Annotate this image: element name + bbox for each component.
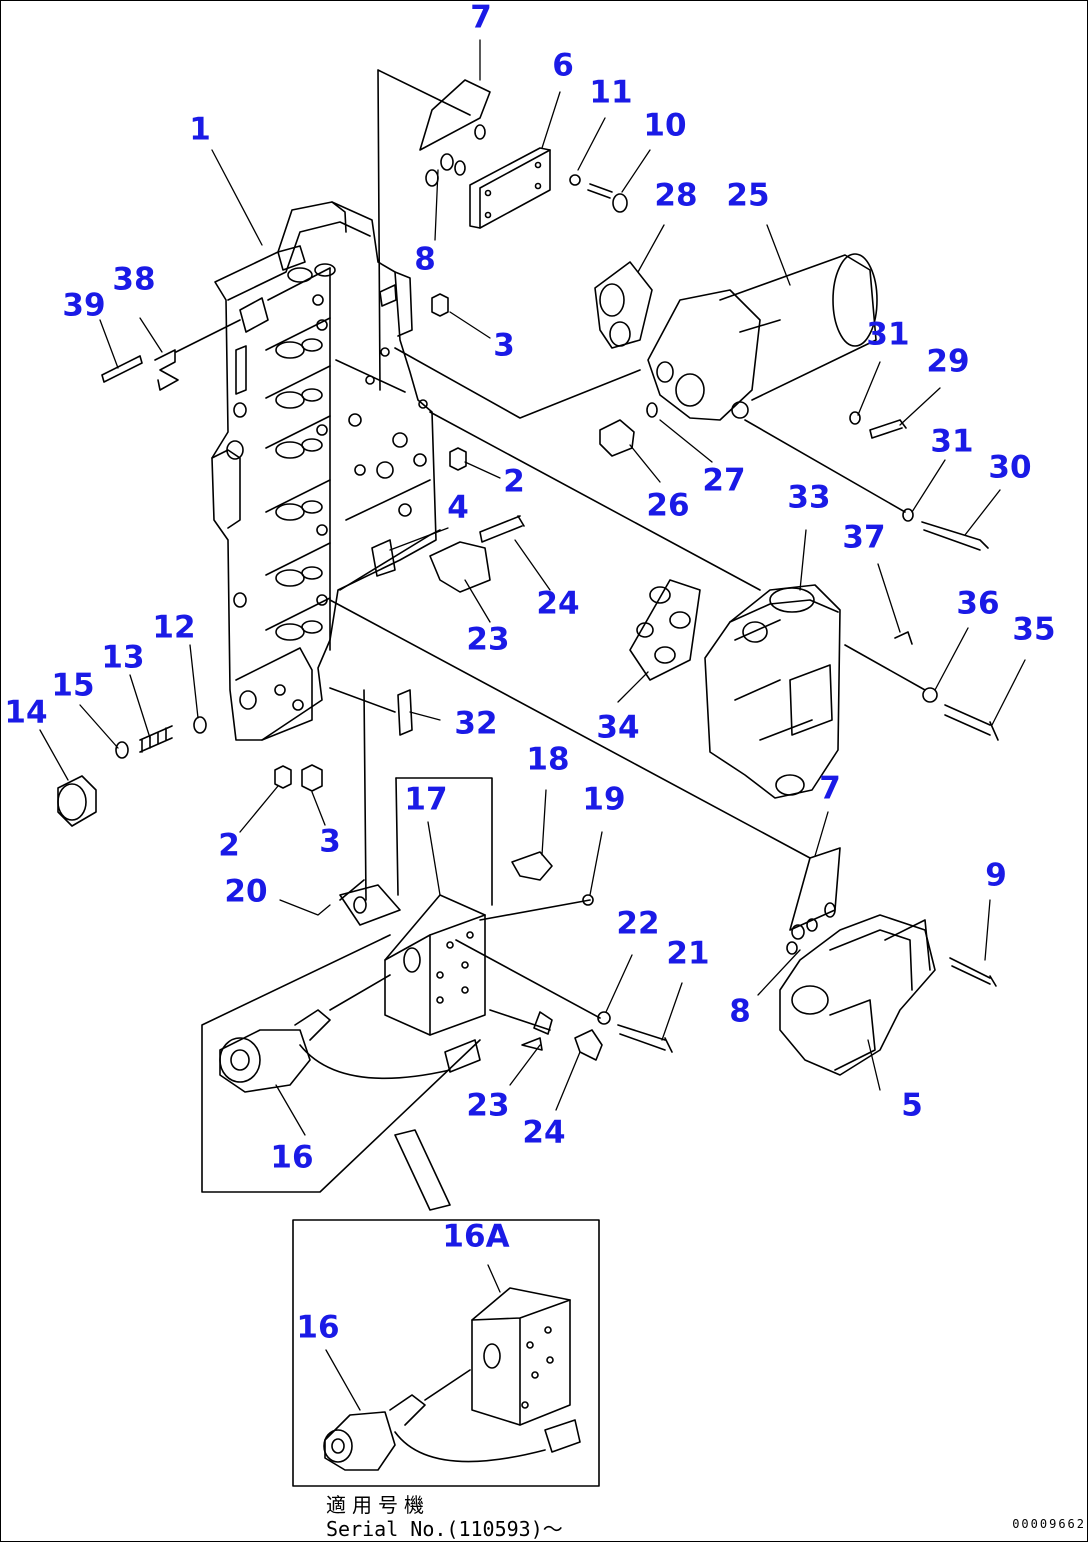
solenoid-block-group [201,515,673,1211]
callout-8-upper: 8 [414,241,436,278]
callout-16-main: 16 [270,1139,314,1176]
callout-2-lower: 2 [218,827,240,864]
callout-29: 29 [926,343,970,380]
callout-34: 34 [596,709,640,746]
callout-1: 1 [189,111,211,148]
callout-24-lower: 24 [522,1114,566,1151]
callout-13: 13 [101,639,145,676]
motor-group [394,253,989,551]
callout-37: 37 [842,519,886,556]
callout-36: 36 [956,585,1000,622]
inset-box-16A [292,1219,600,1487]
control-valve-group [429,411,999,799]
plug-stack [57,716,207,827]
callout-31-upper: 31 [866,316,910,353]
callout-5: 5 [901,1087,923,1124]
callout-27: 27 [702,462,746,499]
callout-32: 32 [454,705,498,742]
callout-3-lower: 3 [319,823,341,860]
callout-30: 30 [988,449,1032,486]
callout-31-lower: 31 [930,423,974,460]
callout-23-upper: 23 [466,621,510,658]
valve-ports [226,263,428,711]
pressure-valve-block [329,599,997,1076]
serial-note-heading: 適用号機 [326,1493,430,1517]
callout-3-upper: 3 [493,327,515,364]
cover-group [377,69,628,391]
callout-25: 25 [726,177,770,214]
callout-26: 26 [646,487,690,524]
callout-22: 22 [616,905,660,942]
serial-note-number: Serial No.(110593)～ [326,1517,563,1541]
callout-11: 11 [589,74,633,111]
callout-20: 20 [224,873,268,910]
callout-28: 28 [654,177,698,214]
callout-6: 6 [552,47,574,84]
bolt-and-bracket-left [101,319,241,391]
leader-lines [39,39,1026,1411]
callout-21: 21 [666,935,710,972]
callout-9: 9 [985,857,1007,894]
callout-35: 35 [1012,611,1056,648]
callout-18: 18 [526,741,570,778]
callout-17: 17 [404,781,448,818]
callout-7-lower: 7 [819,770,841,807]
document-id: 00009662 [1012,1517,1086,1531]
callout-38: 38 [112,261,156,298]
callout-19: 19 [582,781,626,818]
callout-12: 12 [152,609,196,646]
plugs [274,293,467,792]
callout-16-inset: 16 [296,1309,340,1346]
callout-10: 10 [643,107,687,144]
callout-24-upper: 24 [536,585,580,622]
callout-15: 15 [51,667,95,704]
callout-33: 33 [787,479,831,516]
callout-8-lower: 8 [729,993,751,1030]
callout-4: 4 [447,489,469,526]
callout-2-upper: 2 [503,463,525,500]
main-valve-body [211,201,437,741]
callout-7-upper: 7 [470,0,492,36]
callout-14: 14 [4,694,48,731]
callout-39: 39 [62,287,106,324]
callout-16A: 16A [442,1218,510,1255]
callout-23-lower: 23 [466,1087,510,1124]
